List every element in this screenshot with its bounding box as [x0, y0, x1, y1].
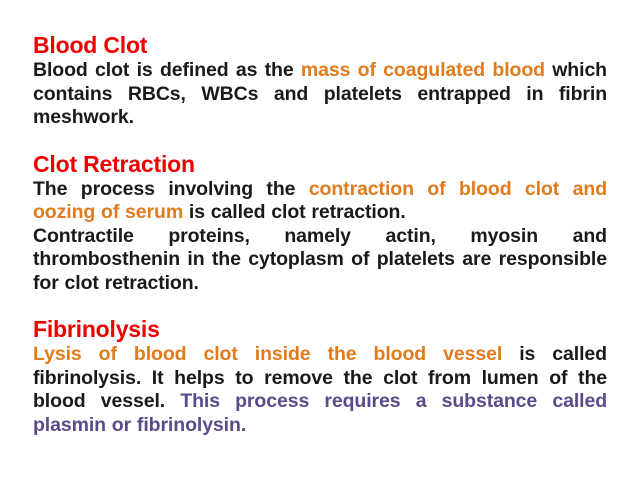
section-paragraph: The process involving the contraction of…: [33, 178, 607, 225]
text-segment: The process involving the: [33, 177, 309, 200]
text-segment: Lysis of blood clot inside the blood ves…: [33, 343, 503, 365]
text-segment: Blood clot is defined as the: [33, 59, 301, 81]
text-segment: mass of coagulated blood: [300, 59, 545, 81]
text-segment: which contains RBCs, WBCs and platelets …: [33, 59, 607, 128]
section-heading: Fibrinolysis: [33, 316, 160, 342]
text-segment: This process requires a substance called…: [33, 390, 608, 436]
text-segment: Contractile proteins, namely actin, myos…: [33, 224, 607, 294]
text-segment: is called fibrinolysis. It helps to remo…: [33, 343, 607, 412]
section-paragraph: Contractile proteins, namely actin, myos…: [33, 225, 607, 296]
section-heading: Blood Clot: [33, 32, 148, 58]
text-segment: is called clot retraction.: [183, 201, 406, 223]
section-paragraph: Blood clot is defined as the mass of coa…: [33, 59, 607, 130]
section-heading: Clot Retraction: [33, 150, 195, 177]
section-paragraph: Lysis of blood clot inside the blood ves…: [33, 343, 607, 437]
text-segment: contraction of blood clot and oozing of …: [33, 177, 607, 224]
